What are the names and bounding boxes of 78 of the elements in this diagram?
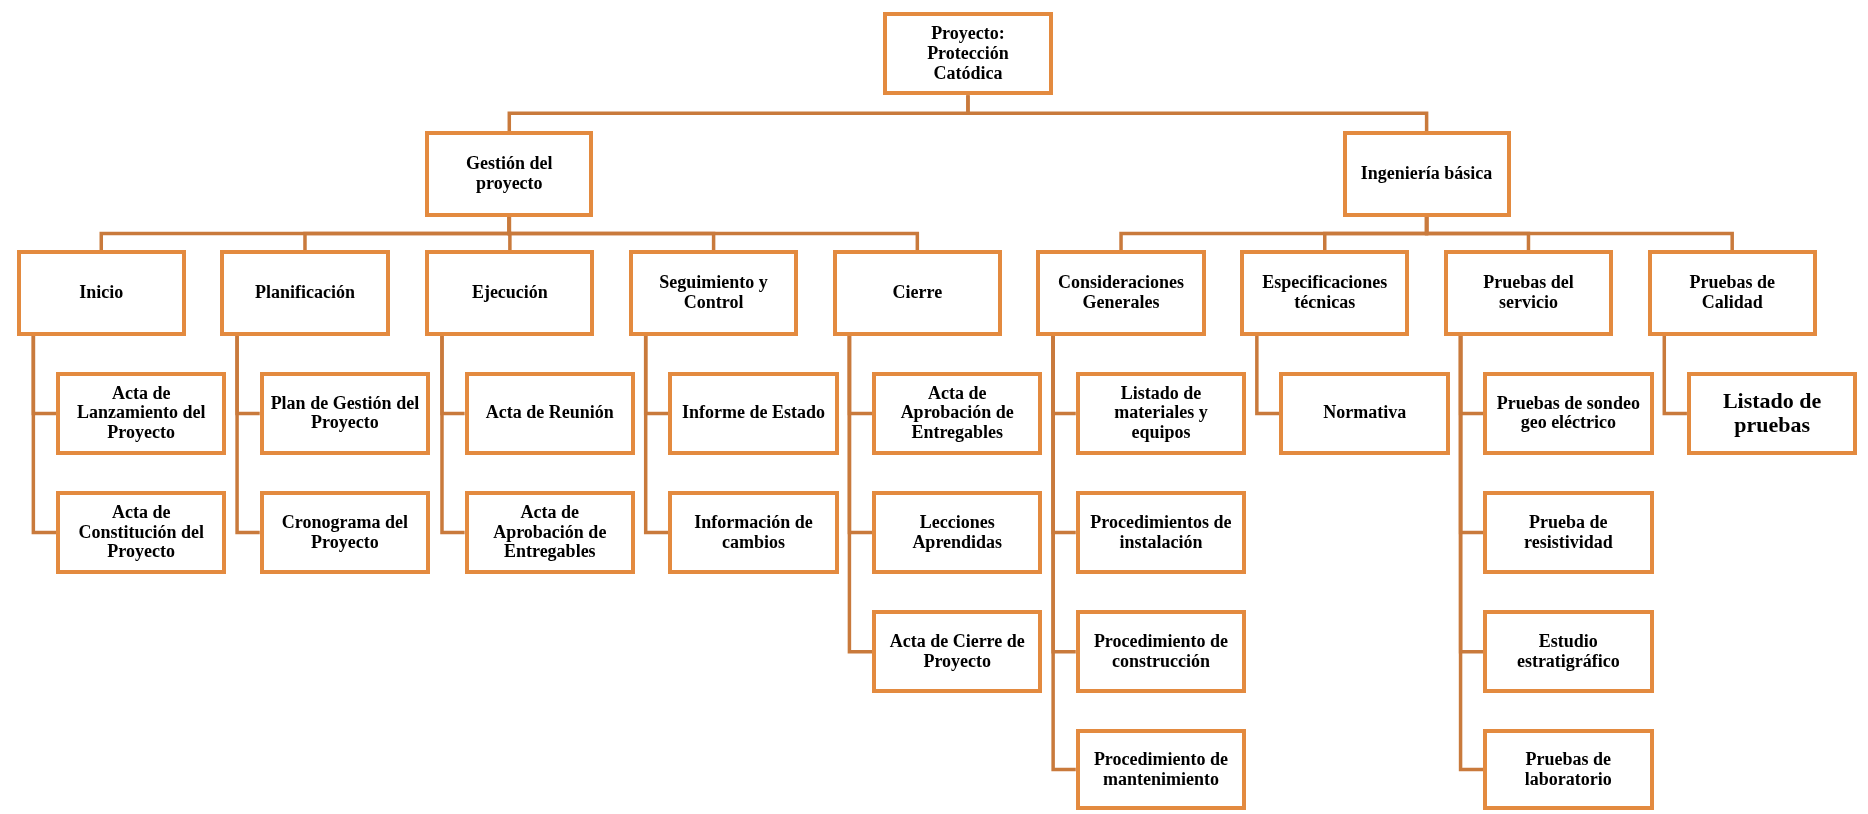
wbs-box <box>1483 490 1654 575</box>
wbs-box <box>882 11 1054 96</box>
wbs-box <box>1075 609 1247 694</box>
box-label: Planificación <box>254 283 355 303</box>
box-label: Procedimiento de construcción <box>1092 631 1229 672</box>
wbs-box <box>1075 729 1247 811</box>
box-label: Acta de Aprobación de Entregables <box>899 383 1015 444</box>
connector-line <box>847 335 873 654</box>
wbs-box <box>425 250 595 336</box>
box-label: Consideraciones Generales <box>1057 273 1186 313</box>
box-label: Procedimientos de instalación <box>1089 512 1233 553</box>
wbs-box <box>832 250 1002 336</box>
connector-line <box>235 335 260 535</box>
box-label: Seguimiento y Control <box>658 273 769 313</box>
wbs-box <box>1240 250 1410 336</box>
connector-line <box>1424 216 1734 251</box>
wbs-box <box>1483 371 1654 456</box>
wbs-box <box>1075 371 1247 456</box>
wbs-box <box>16 250 186 336</box>
wbs-box <box>1342 131 1511 217</box>
box-label: Acta de Aprobación de Entregables <box>492 502 608 563</box>
wbs-box <box>1483 609 1654 694</box>
wbs-box <box>1483 729 1654 811</box>
connector-line <box>966 95 1429 132</box>
wbs-box <box>464 371 635 456</box>
box-label: Gestión del proyecto <box>465 154 554 194</box>
wbs-box <box>259 490 431 575</box>
box-label: Plan de Gestión del Proyecto <box>269 393 421 434</box>
box-label: Acta de Cierre de Proyecto <box>888 631 1026 672</box>
connector-line <box>643 335 669 535</box>
wbs-box <box>464 490 635 575</box>
wbs-box <box>629 250 799 336</box>
wbs-box <box>872 490 1043 575</box>
box-label: Ingeniería básica <box>1360 164 1493 184</box>
box-label: Normativa <box>1323 403 1407 424</box>
box-label: Cierre <box>892 283 943 303</box>
wbs-box <box>1686 371 1858 456</box>
wbs-box <box>1647 250 1817 336</box>
box-label: Listado de materiales y equipos <box>1113 383 1209 444</box>
connector-line <box>1051 335 1076 772</box>
connector-line <box>507 216 920 251</box>
box-label: Pruebas de laboratorio <box>1523 749 1613 790</box>
wbs-box <box>872 609 1043 694</box>
box-label: Cronograma del Proyecto <box>280 512 409 553</box>
wbs-box <box>1443 250 1614 336</box>
box-label: Acta de Constitución del Proyecto <box>77 502 205 563</box>
connector-line <box>1458 335 1484 772</box>
wbs-box <box>668 371 839 456</box>
wbs-box <box>220 250 390 336</box>
box-label: Acta de Lanzamiento del Proyecto <box>75 383 207 444</box>
wbs-box <box>425 131 594 217</box>
wbs-box <box>1075 490 1247 575</box>
wbs-box <box>872 371 1043 456</box>
box-label: Pruebas del servicio <box>1482 273 1575 313</box>
connector-line <box>440 335 465 535</box>
wbs-box <box>56 371 227 456</box>
box-label: Listado de pruebas <box>1721 389 1823 438</box>
wbs-box <box>56 490 227 575</box>
connector-line <box>1662 335 1687 416</box>
box-label: Ejecución <box>471 283 548 303</box>
box-label: Especificaciones técnicas <box>1261 273 1389 313</box>
box-label: Procedimiento de mantenimiento <box>1092 749 1229 790</box>
box-label: Pruebas de sondeo geo eléctrico <box>1495 393 1641 434</box>
box-label: Acta de Reunión <box>485 403 614 424</box>
box-label: Informe de Estado <box>682 403 825 424</box>
connector-line <box>1255 335 1280 416</box>
box-label: Proyecto: Protección Catódica <box>926 23 1010 84</box>
box-label: Estudio estratigráfico <box>1515 631 1621 672</box>
box-label: Prueba de resistividad <box>1523 512 1614 553</box>
box-label: Información de cambios <box>693 512 814 553</box>
wbs-box <box>1036 250 1206 336</box>
box-label: Lecciones Aprendidas <box>911 512 1004 553</box>
wbs-box <box>1279 371 1450 456</box>
wbs-box <box>259 371 431 456</box>
connector-line <box>31 335 56 535</box>
box-label: Inicio <box>79 283 124 303</box>
wbs-box <box>668 490 839 575</box>
box-label: Pruebas de Calidad <box>1688 273 1776 313</box>
